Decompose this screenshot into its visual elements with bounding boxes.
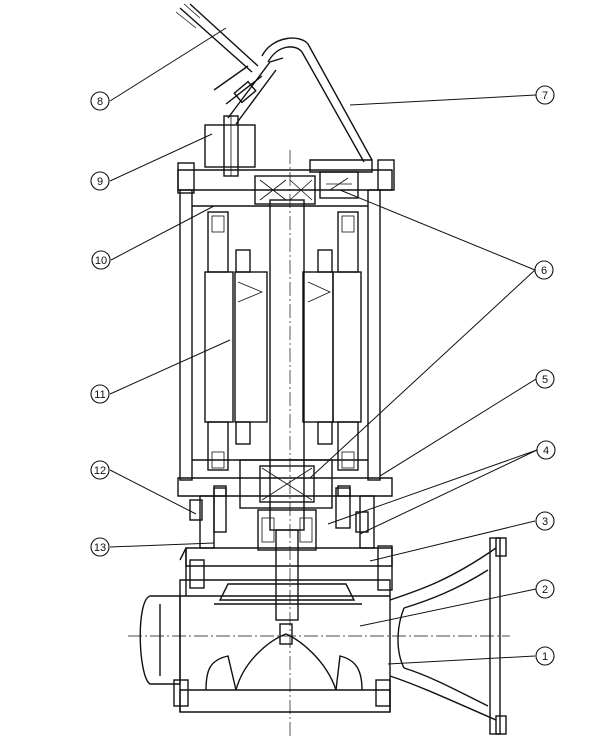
motor-casing xyxy=(179,189,381,481)
callout-9-label: 9 xyxy=(97,176,103,188)
leader-lines xyxy=(109,27,538,665)
callout-12: 12 xyxy=(90,460,110,480)
callout-11: 11 xyxy=(90,384,110,404)
callout-13: 13 xyxy=(90,537,110,557)
callout-6: 6 xyxy=(534,260,554,280)
callout-8: 8 xyxy=(90,91,110,111)
callout-7: 7 xyxy=(535,85,555,105)
oil-chamber xyxy=(177,477,393,567)
lifting-handle xyxy=(261,37,373,163)
lower-bearing-housing xyxy=(239,459,333,551)
callout-4-label: 4 xyxy=(543,445,549,457)
stator xyxy=(204,211,362,471)
cable-inlet-housing xyxy=(204,115,256,177)
callout-5-label: 5 xyxy=(542,374,548,386)
callout-13-label: 13 xyxy=(94,542,106,554)
shaft xyxy=(269,199,305,621)
callout-10: 10 xyxy=(91,250,111,270)
upper-bearing xyxy=(254,175,316,205)
power-cable xyxy=(175,3,284,125)
callout-5: 5 xyxy=(535,369,555,389)
impeller xyxy=(205,583,363,691)
callout-7-label: 7 xyxy=(542,90,548,102)
motor-top-cover xyxy=(177,159,395,199)
callout-1-label: 1 xyxy=(542,651,548,663)
callout-8-label: 8 xyxy=(97,96,103,108)
rotor xyxy=(234,249,334,445)
callout-6-label: 6 xyxy=(541,265,547,277)
bolts xyxy=(189,485,369,533)
callout-3: 3 xyxy=(535,511,555,531)
callout-12-label: 12 xyxy=(94,465,106,477)
discharge-outlet xyxy=(389,537,507,735)
callout-9: 9 xyxy=(90,171,110,191)
callout-4: 4 xyxy=(536,440,556,460)
callout-1: 1 xyxy=(535,646,555,666)
callout-2-label: 2 xyxy=(542,584,548,596)
callout-11-label: 11 xyxy=(94,389,105,401)
callout-3-label: 3 xyxy=(542,516,548,528)
callout-10-label: 10 xyxy=(95,255,107,267)
pump-volute xyxy=(139,545,393,713)
callout-2: 2 xyxy=(535,579,555,599)
